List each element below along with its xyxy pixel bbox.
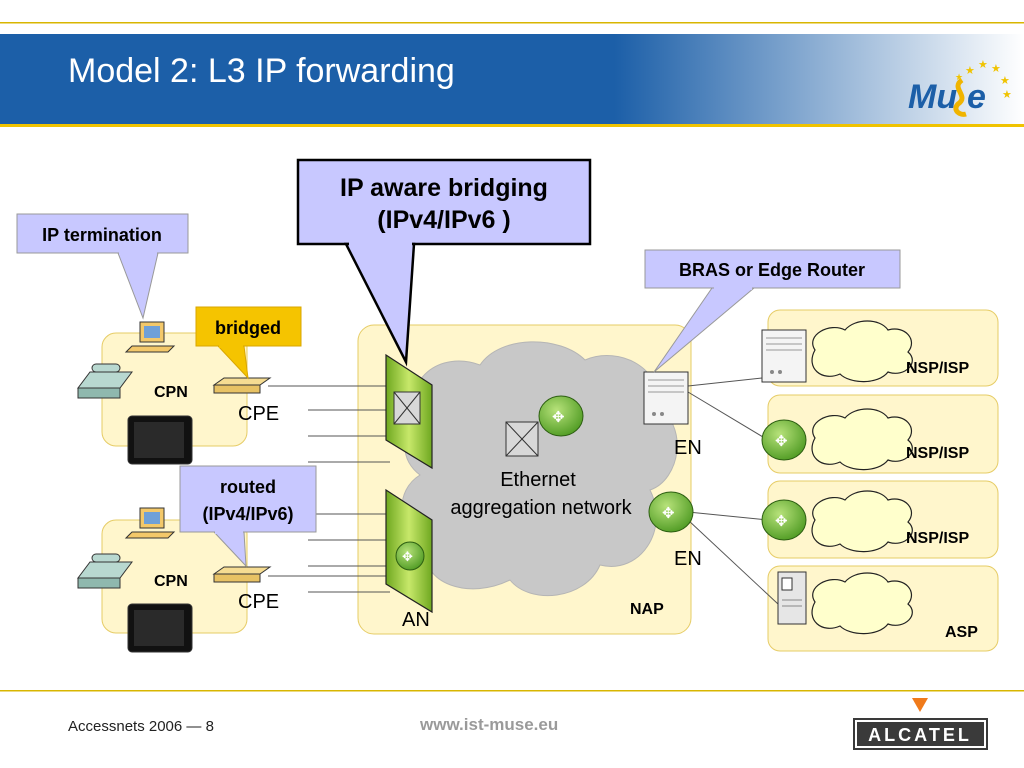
label-ethernet-line1: Ethernet: [500, 469, 576, 491]
label-cpn-top: CPN: [154, 384, 188, 401]
svg-text:e: e: [967, 78, 986, 116]
header-band: [0, 22, 1024, 127]
label-nap: NAP: [630, 601, 664, 618]
nsp-router-icon-2: ✥: [761, 419, 807, 461]
label-nsp-1: NSP/ISP: [906, 360, 969, 377]
svg-text:✥: ✥: [402, 549, 413, 564]
label-cpe-top: CPE: [238, 403, 279, 425]
svg-text:★: ★: [1002, 89, 1012, 101]
an-device-bottom: ✥: [385, 488, 433, 614]
phone-icon-top: [77, 363, 133, 399]
footer-url: www.ist-muse.eu: [420, 715, 559, 734]
nsp-cloud-3: [811, 490, 913, 553]
nsp-cloud-2: [811, 408, 913, 471]
label-en-top: EN: [674, 437, 702, 459]
svg-text:routed: routed: [220, 477, 276, 497]
label-cpn-bottom: CPN: [154, 573, 188, 590]
phone-icon-bottom: [77, 553, 133, 589]
svg-text:✥: ✥: [775, 513, 788, 530]
alcatel-logo: ALCATEL: [853, 698, 988, 750]
nsp-router-icon-3: ✥: [761, 499, 807, 541]
label-nsp-3: NSP/ISP: [906, 530, 969, 547]
footer-divider: [0, 690, 1024, 692]
connection-lines: [268, 377, 779, 605]
nsp-server-icon: [761, 329, 807, 383]
svg-text:★: ★: [955, 72, 963, 82]
asp-server-icon: [777, 571, 807, 625]
svg-text:BRAS or Edge Router: BRAS or Edge Router: [679, 260, 865, 280]
callout-bridged: bridged: [195, 306, 302, 380]
cpe-modem-top: [212, 377, 272, 394]
tv-icon-bottom: [127, 603, 193, 653]
nsp-cloud-1: [811, 320, 913, 383]
en-router-icon: ✥: [648, 491, 694, 533]
callout-ip-aware-bridging: IP aware bridging (IPv4/IPv6 ): [296, 158, 592, 367]
pc-icon-top: [124, 321, 176, 353]
label-en-bottom: EN: [674, 548, 702, 570]
cpe-modem-bottom: [212, 566, 272, 583]
callout-bras: BRAS or Edge Router: [644, 249, 901, 373]
asp-cloud: [811, 572, 913, 635]
logo-stars-icon: ★ ★ ★ ★ ★ ★: [955, 59, 1012, 101]
label-nsp-2: NSP/ISP: [906, 445, 969, 462]
svg-text:IP termination: IP termination: [42, 225, 162, 245]
svg-text:(IPv4/IPv6 ): (IPv4/IPv6 ): [377, 206, 510, 234]
label-ethernet-line2: aggregation network: [450, 497, 632, 519]
label-cpe-bottom: CPE: [238, 591, 279, 613]
svg-text:★: ★: [991, 63, 1001, 75]
svg-text:✥: ✥: [662, 505, 675, 522]
svg-text:(IPv4/IPv6): (IPv4/IPv6): [202, 504, 293, 524]
svg-text:★: ★: [965, 65, 975, 77]
callout-routed: routed (IPv4/IPv6): [179, 465, 317, 568]
slide-title: Model 2: L3 IP forwarding: [68, 52, 455, 90]
svg-text:✥: ✥: [552, 409, 565, 426]
an-device-top: [385, 353, 433, 470]
ethernet-switch-icon: [505, 421, 539, 457]
callout-ip-termination: IP termination: [16, 213, 189, 320]
label-asp: ASP: [945, 624, 978, 641]
cloud-router-icon: ✥: [538, 395, 584, 437]
svg-text:ALCATEL: ALCATEL: [868, 725, 972, 745]
svg-text:★: ★: [1000, 75, 1010, 87]
label-an: AN: [402, 609, 430, 631]
svg-text:★: ★: [978, 59, 988, 71]
svg-text:IP aware bridging: IP aware bridging: [340, 174, 548, 202]
svg-text:✥: ✥: [775, 433, 788, 450]
pc-icon-bottom: [124, 507, 176, 539]
svg-text:bridged: bridged: [215, 318, 281, 338]
tv-icon-top: [127, 415, 193, 465]
bras-server-icon: [643, 371, 689, 425]
footer-page-label: Accessnets 2006 — 8: [68, 718, 214, 735]
muse-logo: Mu e ★ ★ ★ ★ ★ ★: [908, 59, 1012, 117]
svg-text:Mu: Mu: [908, 78, 957, 116]
